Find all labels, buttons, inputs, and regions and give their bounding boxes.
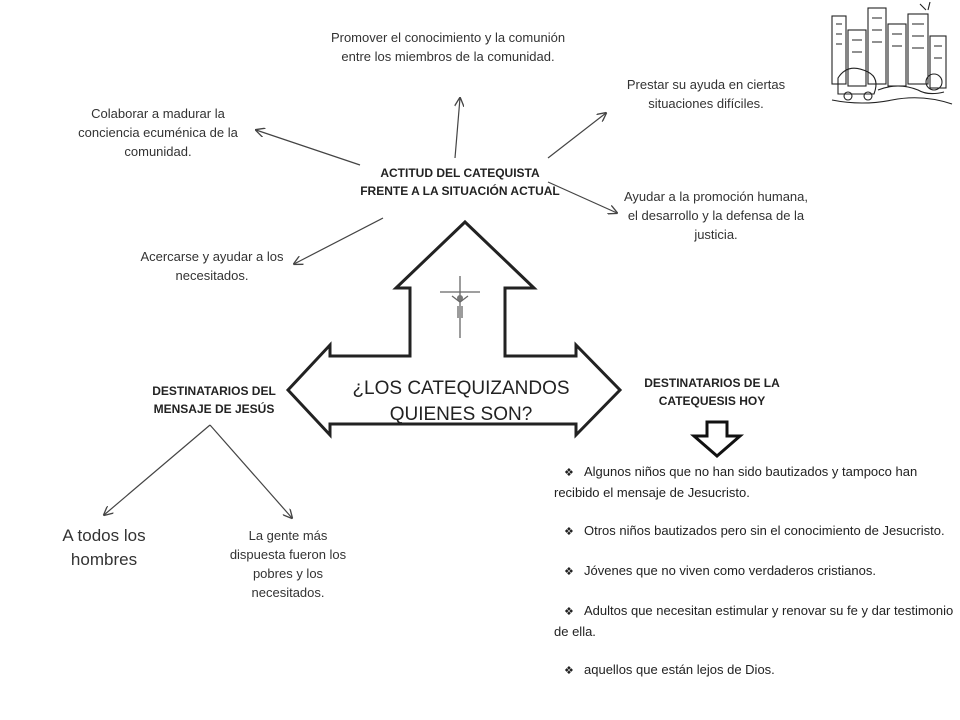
crucifix-icon [440,276,480,338]
city-sketch-icon [831,1,953,105]
center-question: ¿LOS CATEQUIZANDOS QUIENES SON? [352,378,570,425]
diamond-bullet-icon: ❖ [564,467,574,479]
three-way-arrow-shape [285,219,623,439]
arrow-to-prestar [547,113,606,159]
attitude-promover: Promover el conocimiento y la comunión e… [330,30,566,64]
left-heading: DESTINATARIOS DEL MENSAJE DE JESÚS [152,384,276,416]
attitude-colaborar: Colaborar a madurar la conciencia ecumén… [78,106,238,159]
list-item: ❖Jóvenes que no viven como verdaderos cr… [554,561,954,582]
attitude-ayudar: Ayudar a la promoción humana, el desarro… [623,189,809,242]
arrow-to-poor [209,424,292,518]
diamond-bullet-icon: ❖ [564,566,574,578]
diamond-bullet-icon: ❖ [564,606,574,618]
diamond-bullet-icon: ❖ [564,526,574,538]
list-item: ❖aquellos que están lejos de Dios. [554,660,954,681]
arrow-to-ayudar [547,181,617,213]
left-poor-people: La gente más dispuesta fueron los pobres… [229,528,347,600]
recipients-list: ❖Algunos niños que no han sido bautizado… [554,462,954,700]
arrow-to-promover [454,98,460,159]
list-item: ❖Otros niños bautizados pero sin el cono… [554,521,954,542]
list-item: ❖Algunos niños que no han sido bautizado… [554,464,918,500]
left-all-people: A todos los hombres [62,526,146,569]
diamond-bullet-icon: ❖ [564,665,574,677]
right-heading: DESTINATARIOS DE LA CATEQUESIS HOY [644,376,780,408]
arrow-to-colaborar [256,130,361,166]
arrow-to-all [104,424,211,515]
arrow-to-acercarse [294,217,384,264]
central-title: ACTITUD DEL CATEQUISTA FRENTE A LA SITUA… [360,166,560,198]
down-arrow-icon [689,420,745,458]
attitude-acercarse: Acercarse y ayudar a los necesitados. [140,249,284,283]
attitude-prestar: Prestar su ayuda en ciertas situaciones … [626,77,786,111]
list-item: ❖Adultos que necesitan estimular y renov… [554,603,954,639]
